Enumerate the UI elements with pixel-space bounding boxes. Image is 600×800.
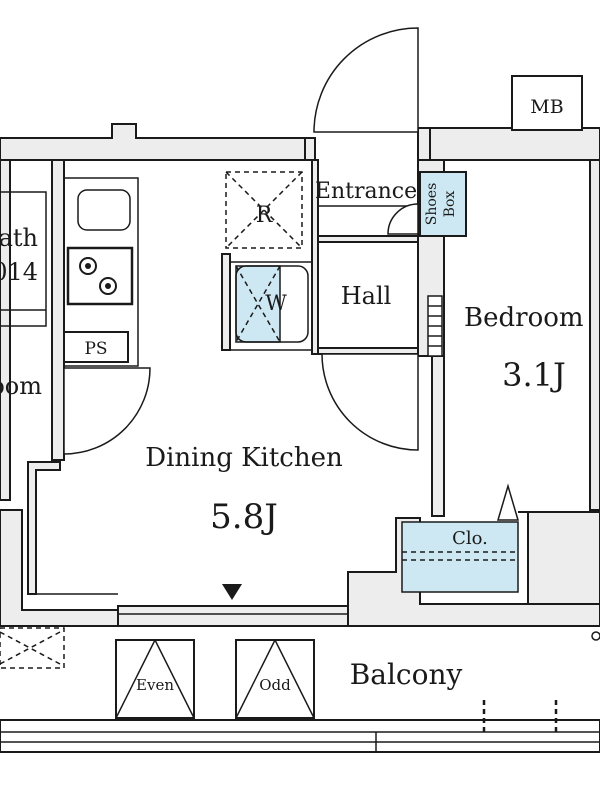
balcony-rail xyxy=(0,719,600,753)
walls xyxy=(0,75,600,753)
balcony-rail-detail xyxy=(0,731,600,753)
washer-label: W xyxy=(265,291,287,315)
shoes-box-label-line2: Box xyxy=(442,191,458,218)
lower-left-wall xyxy=(0,509,119,627)
stove-top xyxy=(66,246,134,306)
room-lines xyxy=(0,177,600,627)
balcony-posts xyxy=(482,631,600,732)
right-block-wall xyxy=(518,511,600,605)
kitchen-partition xyxy=(51,159,65,461)
kitchen-sink xyxy=(77,189,131,231)
bedroom-sliding-door xyxy=(427,295,443,357)
washer-partition-right xyxy=(311,159,319,355)
refrigerator-space xyxy=(225,171,303,249)
bath-label: Bath xyxy=(0,224,38,252)
burner-right-icon xyxy=(99,277,117,295)
hall-bottom-partition xyxy=(311,347,419,355)
entrance-jamb-right xyxy=(417,127,431,161)
balcony-label: Balcony xyxy=(350,658,463,691)
outdoor-unit-space xyxy=(0,627,65,669)
kitchen-counter xyxy=(63,177,139,367)
odd-label: Odd xyxy=(259,676,291,694)
entrance-label: Entrance xyxy=(315,179,417,204)
burner-left-icon xyxy=(79,257,97,275)
closet xyxy=(401,483,520,593)
even-hatch xyxy=(115,639,195,719)
hall-label: Hall xyxy=(341,282,392,310)
labels: MB R W PS Shoes Box Clo. Even Odd Bath 1… xyxy=(0,96,584,694)
dining-kitchen-size-label: 5.8J xyxy=(210,497,278,537)
entrance-jamb-left xyxy=(304,137,316,161)
closet-label: Clo. xyxy=(452,528,488,549)
shoes-box-label-line1: Shoes xyxy=(424,183,440,226)
pipe-space-box xyxy=(63,331,129,363)
shoes-door-swing xyxy=(387,203,419,235)
right-wall xyxy=(589,159,600,511)
odd-hatch xyxy=(235,639,315,719)
bath-size-label: 1014 xyxy=(0,258,38,286)
bedroom-partition-lower xyxy=(431,355,445,517)
refrigerator-label: R xyxy=(256,203,274,228)
top-wall-right xyxy=(427,127,600,161)
left-wall-upper xyxy=(0,159,11,501)
dining-kitchen-label: Dining Kitchen xyxy=(145,443,343,473)
entry-arrow-icon xyxy=(222,584,242,600)
hall-door-swing xyxy=(321,353,419,451)
bath-outline xyxy=(0,191,47,327)
mb-box xyxy=(511,75,583,131)
dining-bottom-wall xyxy=(117,605,349,627)
bedroom-size-label: 3.1J xyxy=(502,356,566,394)
bedroom-label: Bedroom xyxy=(464,303,584,333)
even-label: Even xyxy=(136,676,174,694)
kitchen-door-swing xyxy=(63,367,151,455)
pipe-space-label: PS xyxy=(84,339,107,359)
dining-left-wall xyxy=(27,461,61,595)
mb-label: MB xyxy=(530,96,563,118)
stove xyxy=(66,246,134,306)
top-wall-left xyxy=(0,123,306,161)
washer-pan xyxy=(235,265,309,343)
doors xyxy=(63,27,419,455)
washer-partition-left xyxy=(221,253,231,351)
entrance-hall-partition xyxy=(311,235,419,243)
shoes-box xyxy=(419,171,467,237)
entrance-door-swing xyxy=(313,27,419,133)
powder-room-label: Powder Room xyxy=(0,372,42,400)
washer-area xyxy=(229,261,313,351)
